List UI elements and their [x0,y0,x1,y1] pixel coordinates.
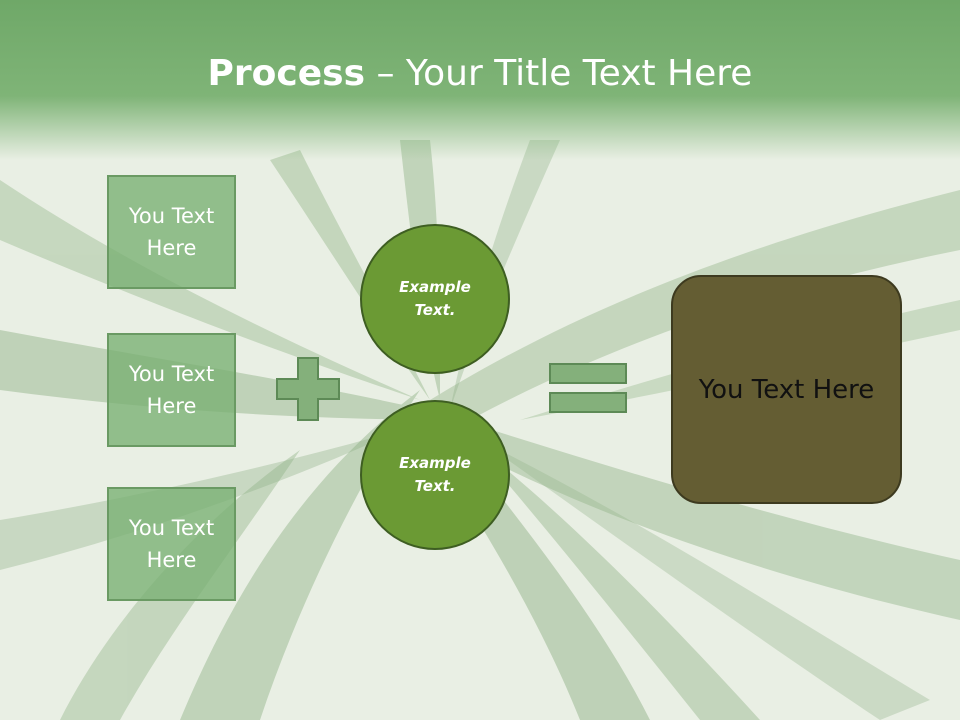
example-circle-1[interactable]: Example Text. [360,224,510,374]
circle-2-label: Example Text. [399,454,471,495]
result-box[interactable]: You Text Here [671,275,902,504]
title-rest: – Your Title Text Here [365,53,753,94]
title-bold: Process [207,53,366,94]
title-band [0,0,960,160]
equals-bar-top [549,363,627,384]
text-box-2[interactable]: You Text Here [107,333,236,447]
slide-title: Process – Your Title Text Here [0,52,960,96]
circle-1-label: Example Text. [399,278,471,319]
example-circle-2[interactable]: Example Text. [360,400,510,550]
equals-bar-bottom [549,392,627,413]
plus-icon [276,357,340,421]
text-box-1[interactable]: You Text Here [107,175,236,289]
text-box-3[interactable]: You Text Here [107,487,236,601]
